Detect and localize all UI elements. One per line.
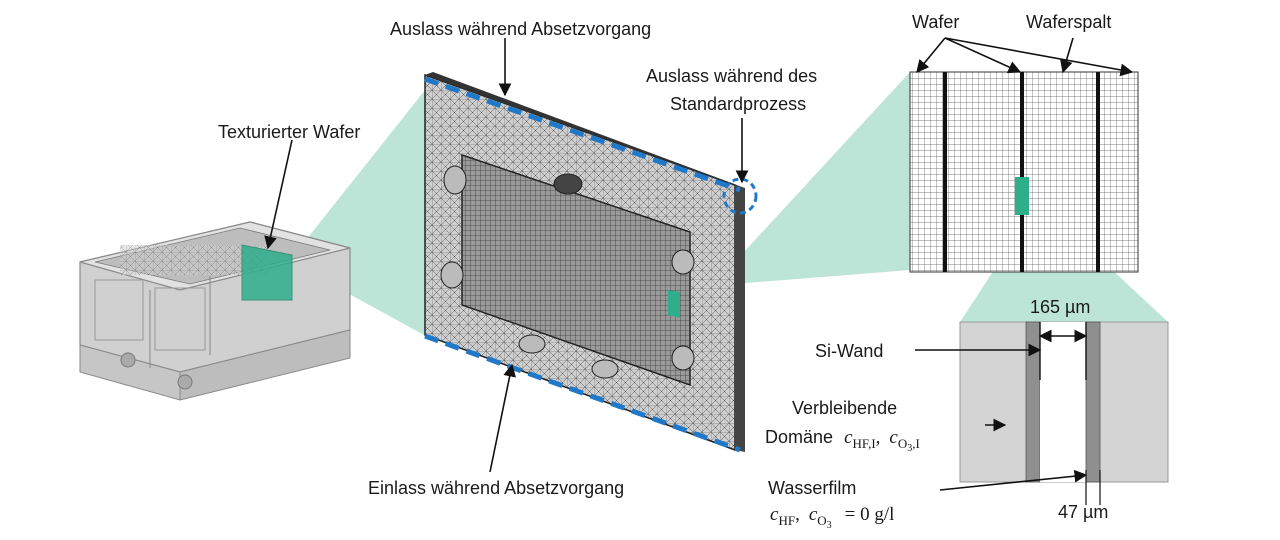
wafer-mesh [424, 72, 758, 453]
inlet-dashes-bottom [424, 333, 741, 453]
outlet-standard-marker [722, 177, 758, 215]
cross-section [959, 321, 1169, 505]
leader-arrows [264, 37, 1134, 491]
tank-3d [79, 221, 351, 401]
detail-highlight [1015, 177, 1029, 215]
gap-highlight [668, 290, 680, 318]
label-remaining-domain-line1: Verbleibende [792, 398, 897, 418]
label-remaining-domain: Domäne cHF,I, cO3,I [765, 427, 920, 454]
wafer-stack-detail [909, 71, 1139, 273]
label-outlet-standard-line2: Standardprozess [670, 94, 806, 114]
label-water-film-formula: cHF, cO3 = 0 g/l [770, 504, 894, 532]
label-dim-47: 47 µm [1058, 502, 1108, 522]
label-wafer: Wafer [912, 12, 959, 32]
label-water-film: Wasserfilm [768, 478, 856, 498]
remaining-domain-word: Domäne [765, 427, 833, 447]
label-inlet-settling: Einlass während Absetzvorgang [368, 478, 624, 498]
label-dim-165: 165 µm [1030, 297, 1090, 317]
textured-wafer-highlight [241, 244, 293, 301]
zoom-cone-right [670, 72, 910, 318]
label-textured-wafer: Texturierter Wafer [218, 122, 360, 142]
label-outlet-standard-line1: Auslass während des [646, 66, 817, 86]
label-si-wall: Si-Wand [815, 341, 883, 361]
zoom-cone-left [262, 80, 433, 340]
label-wafer-gap: Waferspalt [1026, 12, 1111, 32]
outlet-dashes-top [424, 76, 741, 193]
label-outlet-settling: Auslass während Absetzvorgang [390, 19, 651, 39]
